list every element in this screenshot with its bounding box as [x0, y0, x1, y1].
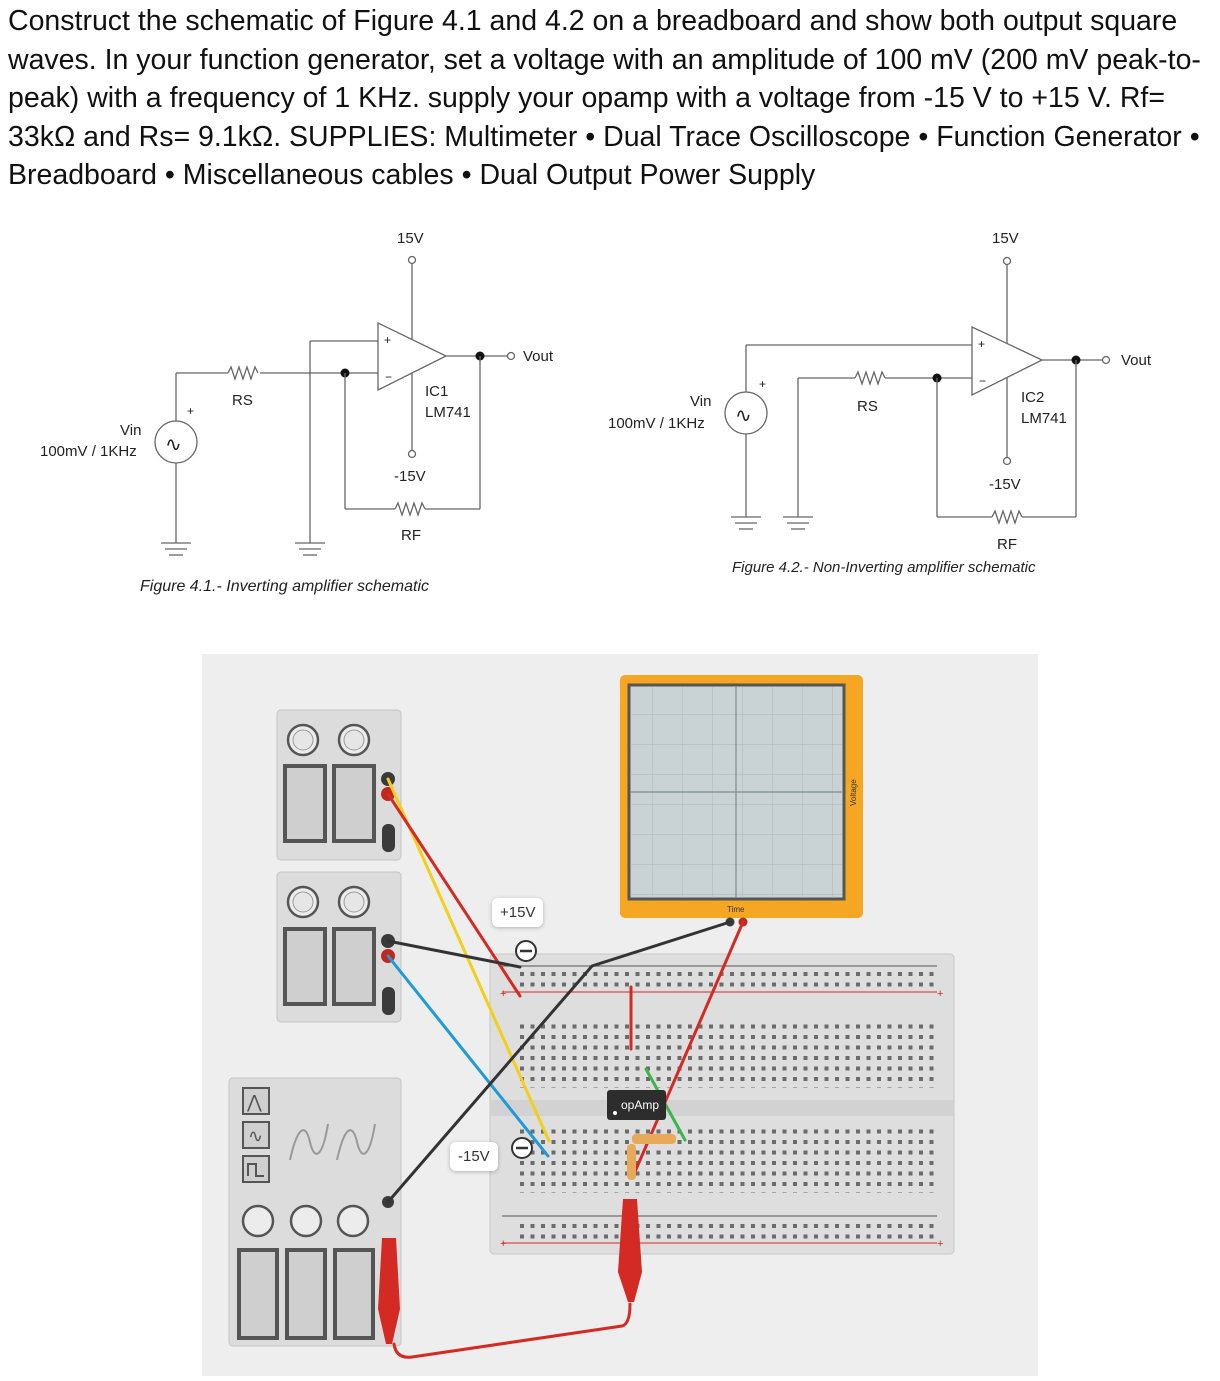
schematics: 15V + − -15V IC1 LM741 Vout RS + ∿ Vin 1… [40, 230, 1152, 595]
fig2-opamp-symbol [971, 325, 1044, 397]
simulation-drawing: ⋀ ∿ Voltage Time [228, 675, 955, 1359]
fig2-supply-neg-terminal [1002, 456, 1012, 466]
power-supply-2[interactable] [276, 871, 402, 1023]
clip-generator[interactable] [378, 1238, 400, 1344]
fig2-caption: Figure 4.2.- Non-Inverting amplifier sch… [732, 559, 1036, 576]
wire-red-plus15 [386, 792, 522, 998]
svg-text:⋀: ⋀ [246, 1092, 262, 1112]
tag-plus15: +15V [492, 898, 544, 927]
fig2-supply-pos-terminal [1002, 256, 1012, 266]
figure-4-1: 15V + − -15V IC1 LM741 Vout RS + ∿ Vin 1… [40, 230, 554, 595]
resistor-horizontal [632, 1134, 676, 1144]
svg-text:+: + [384, 333, 391, 347]
fg-frequency-icon [289, 1123, 329, 1161]
svg-text:+: + [500, 988, 506, 1000]
fig1-ic-name: IC1 [425, 383, 448, 400]
svg-text:∿: ∿ [165, 434, 182, 456]
wire-yellow [386, 777, 551, 1143]
fig2-ic-part: LM741 [1021, 410, 1067, 427]
svg-text:∿: ∿ [735, 405, 752, 427]
fg-triangle-wave-button[interactable] [242, 1087, 270, 1115]
figure-4-2: 15V + − -15V IC2 LM741 Vout + ∿ Vin 100m… [608, 230, 1152, 576]
scope-y-axis-label: Voltage [849, 779, 858, 806]
fig2-ic-name: IC2 [1021, 389, 1044, 406]
wire-black-ground [386, 939, 522, 969]
fig2-rf-label: RF [997, 536, 1017, 553]
wire-red-scope-probe [632, 920, 745, 1176]
fig1-rf-label: RF [401, 527, 421, 544]
fig1-supply-neg-label: -15V [394, 468, 426, 485]
simulation-canvas: ⋀ ∿ Voltage Time [202, 654, 1038, 1376]
svg-text:−: − [979, 374, 986, 388]
fig1-supply-pos-terminal [407, 255, 417, 265]
breadboard[interactable]: + + + + [489, 953, 955, 1255]
fig1-ic-part: LM741 [425, 404, 471, 421]
svg-text:+: + [937, 988, 943, 1000]
fg-sine-wave-button[interactable] [242, 1121, 270, 1149]
wire-blue-minus15 [386, 954, 550, 1158]
fg-amplitude-icon [336, 1123, 376, 1161]
resistor-vertical [627, 1144, 636, 1180]
fig2-source-name: Vin [690, 393, 711, 410]
svg-text:+: + [759, 377, 766, 391]
fig1-source-value: 100mV / 1KHz [40, 443, 137, 460]
fig1-rs-label: RS [232, 392, 253, 409]
svg-text:+: + [500, 1238, 506, 1250]
fig1-source-name: Vin [120, 422, 141, 439]
svg-text:∿: ∿ [248, 1126, 263, 1146]
svg-text:+: + [978, 337, 985, 351]
fig1-rf-resistor [394, 500, 426, 518]
fig2-vout-label: Vout [1121, 352, 1152, 369]
svg-text:−: − [385, 370, 392, 384]
fig2-supply-neg-label: -15V [989, 476, 1021, 493]
fig1-rs-resistor [227, 364, 259, 382]
fig2-supply-pos-label: 15V [992, 230, 1019, 247]
fig2-source-value: 100mV / 1KHz [608, 415, 705, 432]
chip-label: opAmp [621, 1098, 659, 1112]
clip-breadboard[interactable] [618, 1199, 642, 1302]
scope-x-axis-label: Time [727, 905, 745, 914]
fig2-rs-label: RS [857, 398, 878, 415]
power-supply-1[interactable] [276, 709, 402, 861]
fig1-vout-label: Vout [523, 348, 554, 365]
psu2-power-toggle[interactable] [382, 987, 395, 1015]
fig1-supply-neg-terminal [407, 449, 417, 459]
fig2-rf-resistor [991, 508, 1023, 526]
oscilloscope[interactable]: Voltage Time [620, 675, 863, 927]
fig1-vout-terminal [506, 351, 516, 361]
fig2-rs-resistor [854, 369, 886, 387]
svg-text:+: + [937, 1238, 943, 1250]
wires [386, 777, 745, 1359]
fig1-supply-pos-label: 15V [397, 230, 424, 247]
tag-minus15: -15V [450, 1142, 498, 1171]
wire-red-generator-lead [392, 1302, 632, 1359]
instructions-text: Construct the schematic of Figure 4.1 an… [8, 5, 1201, 192]
wire-black-scope-ground [386, 920, 732, 1204]
psu1-power-toggle[interactable] [382, 824, 395, 852]
svg-text:+: + [187, 404, 194, 418]
fig2-vout-terminal [1101, 355, 1111, 365]
function-generator[interactable]: ⋀ ∿ [228, 1077, 402, 1347]
fig1-caption: Figure 4.1.- Inverting amplifier schemat… [140, 578, 429, 595]
opamp-chip[interactable]: opAmp [607, 1090, 666, 1120]
